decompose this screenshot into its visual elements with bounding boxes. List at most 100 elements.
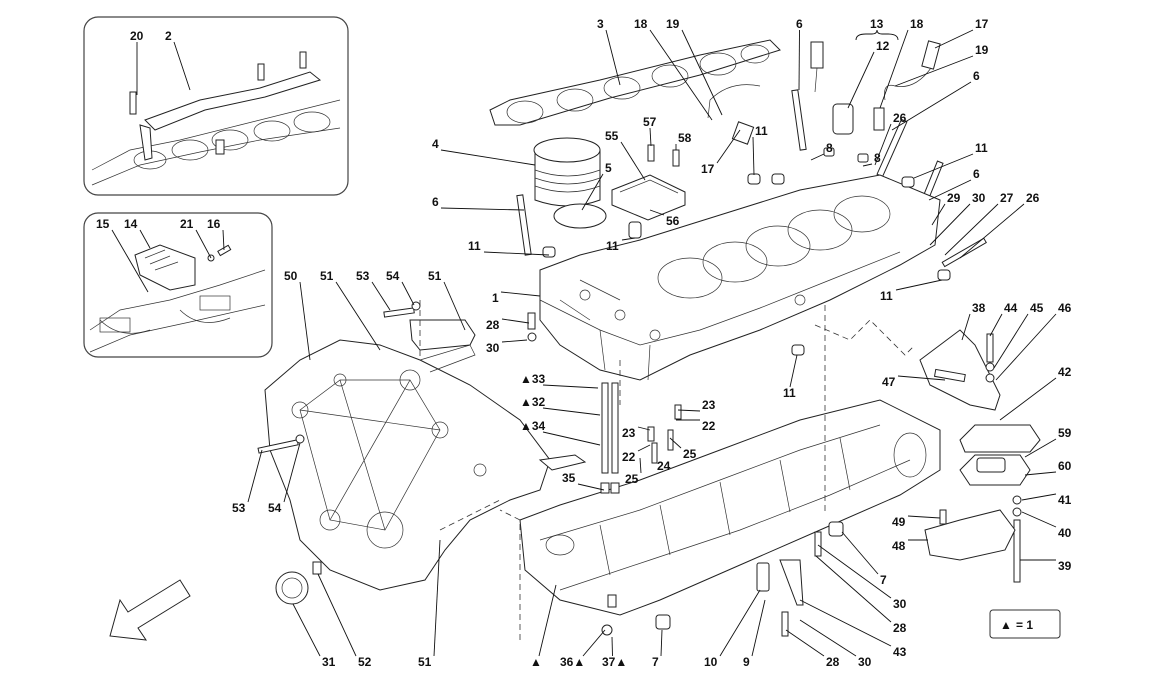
callout-label-c30d: 30	[858, 655, 872, 669]
cylinder-head-gasket	[489, 39, 781, 126]
callout-label-c11f: 11	[783, 386, 796, 400]
callout-label-c30a: 30	[972, 191, 986, 205]
leader-line-c27	[944, 203, 999, 256]
callout-label-c11d: 11	[606, 239, 619, 253]
callout-label-c2: 2	[165, 29, 172, 43]
callout-label-c19b: 19	[975, 43, 989, 57]
callout-label-c23b: 23	[622, 426, 636, 440]
callout-label-c13: 13	[870, 17, 884, 31]
callout-label-c37: 37▲	[602, 655, 627, 669]
leader-line-c55	[620, 141, 646, 181]
callout-label-c41: 41	[1058, 493, 1072, 507]
leader-line-c21	[195, 229, 212, 259]
timing-cover	[264, 319, 587, 605]
callout-label-c25b: 25	[625, 472, 639, 486]
leader-line-c47	[897, 375, 946, 381]
callout-label-c4: 4	[432, 137, 439, 151]
callout-label-c6d: 6	[973, 167, 980, 181]
leader-line-c8b	[862, 163, 873, 167]
leader-line-c6b	[891, 81, 972, 131]
callout-label-c33: ▲33	[520, 372, 546, 386]
leader-line-c32	[542, 407, 601, 416]
leader-line-c9	[751, 599, 766, 657]
leader-line-c18b	[879, 29, 909, 109]
leader-line-c50	[299, 281, 311, 361]
inset-sensor-bracket	[83, 212, 273, 358]
callout-label-c46: 46	[1058, 301, 1072, 315]
leader-line-c60	[1024, 471, 1057, 476]
callout-label-c7a: 7	[880, 573, 887, 587]
callout-label-c12: 12	[876, 39, 890, 53]
callout-label-c26a: 26	[893, 111, 907, 125]
callout-label-c36: 36▲	[560, 655, 585, 669]
callout-label-c9: 9	[743, 655, 750, 669]
leader-line-c22b	[637, 444, 651, 452]
callout-label-c60: 60	[1058, 459, 1072, 473]
callout-label-c32: ▲32	[520, 395, 546, 409]
callout-label-c20: 20	[130, 29, 144, 43]
knock-sensors	[707, 40, 941, 145]
leader-line-c36	[582, 629, 606, 657]
callout-label-c17a: 17	[975, 17, 989, 31]
callout-label-c26b: 26	[1026, 191, 1040, 205]
leader-line-c51c	[433, 539, 441, 657]
leader-line-c29	[931, 203, 946, 226]
leader-line-c8a	[810, 153, 825, 161]
leader-line-c7a	[841, 531, 879, 575]
leader-line-c59	[1024, 438, 1057, 458]
leader-line-c6a	[798, 29, 800, 91]
callout-label-c53a: 53	[356, 269, 370, 283]
callout-label-c6b: 6	[973, 69, 980, 83]
callout-label-c30b: 30	[486, 341, 500, 355]
leader-line-c2	[173, 41, 191, 91]
leader-line-c4	[440, 149, 536, 166]
leader-line-c28b	[815, 555, 892, 623]
inset-cylinder-head-cover	[83, 16, 349, 196]
leader-line-c17b	[716, 129, 741, 164]
leader-line-c6d	[928, 179, 972, 201]
leader-line-c23a	[677, 409, 701, 412]
callout-label-c8a: 8	[826, 141, 833, 155]
callout-label-c58: 58	[678, 131, 692, 145]
leader-line-c5	[581, 173, 604, 211]
callout-label-c29: 29	[947, 191, 961, 205]
leader-line-c31	[292, 603, 321, 657]
cylinder-liner	[533, 137, 607, 229]
callout-label-c54b: 54	[268, 501, 282, 515]
leader-line-c16	[222, 229, 225, 251]
leader-line-c52	[317, 573, 357, 657]
callout-label-c35: 35	[562, 471, 576, 485]
leader-line-c12	[847, 51, 875, 109]
callout-label-c22a: 22	[702, 419, 716, 433]
callout-label-c51b: 51	[428, 269, 442, 283]
callout-label-c21: 21	[180, 217, 194, 231]
engine-mount-assembly	[919, 329, 1041, 583]
leader-line-c11e	[895, 279, 943, 291]
leader-line-c49	[907, 515, 941, 519]
callout-label-c31: 31	[322, 655, 336, 669]
leader-line-c54b	[283, 442, 301, 503]
leader-line-c6c	[440, 207, 525, 211]
leader-line-c15	[111, 229, 149, 293]
callout-leaders	[111, 29, 1057, 657]
main-bearing-studs	[527, 312, 682, 494]
callout-label-c11a: 11	[755, 124, 768, 138]
callout-label-c30c: 30	[893, 597, 907, 611]
leader-line-c10	[719, 589, 761, 657]
crankcase-lower-bedplate	[519, 399, 941, 637]
legend-box: ▲ = 1	[989, 609, 1061, 639]
leader-line-c34	[542, 431, 601, 446]
front-direction-arrow-icon	[109, 579, 191, 641]
leader-line-c46	[995, 313, 1057, 381]
leader-line-c30b	[501, 339, 528, 343]
leader-line-c19a	[681, 29, 723, 116]
callout-label-c55: 55	[605, 129, 619, 143]
leader-line-c11b	[913, 153, 974, 179]
callout-label-c1: 1	[492, 291, 499, 305]
leader-line-c11c	[483, 251, 550, 256]
callout-label-c18b: 18	[910, 17, 924, 31]
callout-label-c14: 14	[124, 217, 138, 231]
leader-line-c18a	[649, 29, 713, 121]
